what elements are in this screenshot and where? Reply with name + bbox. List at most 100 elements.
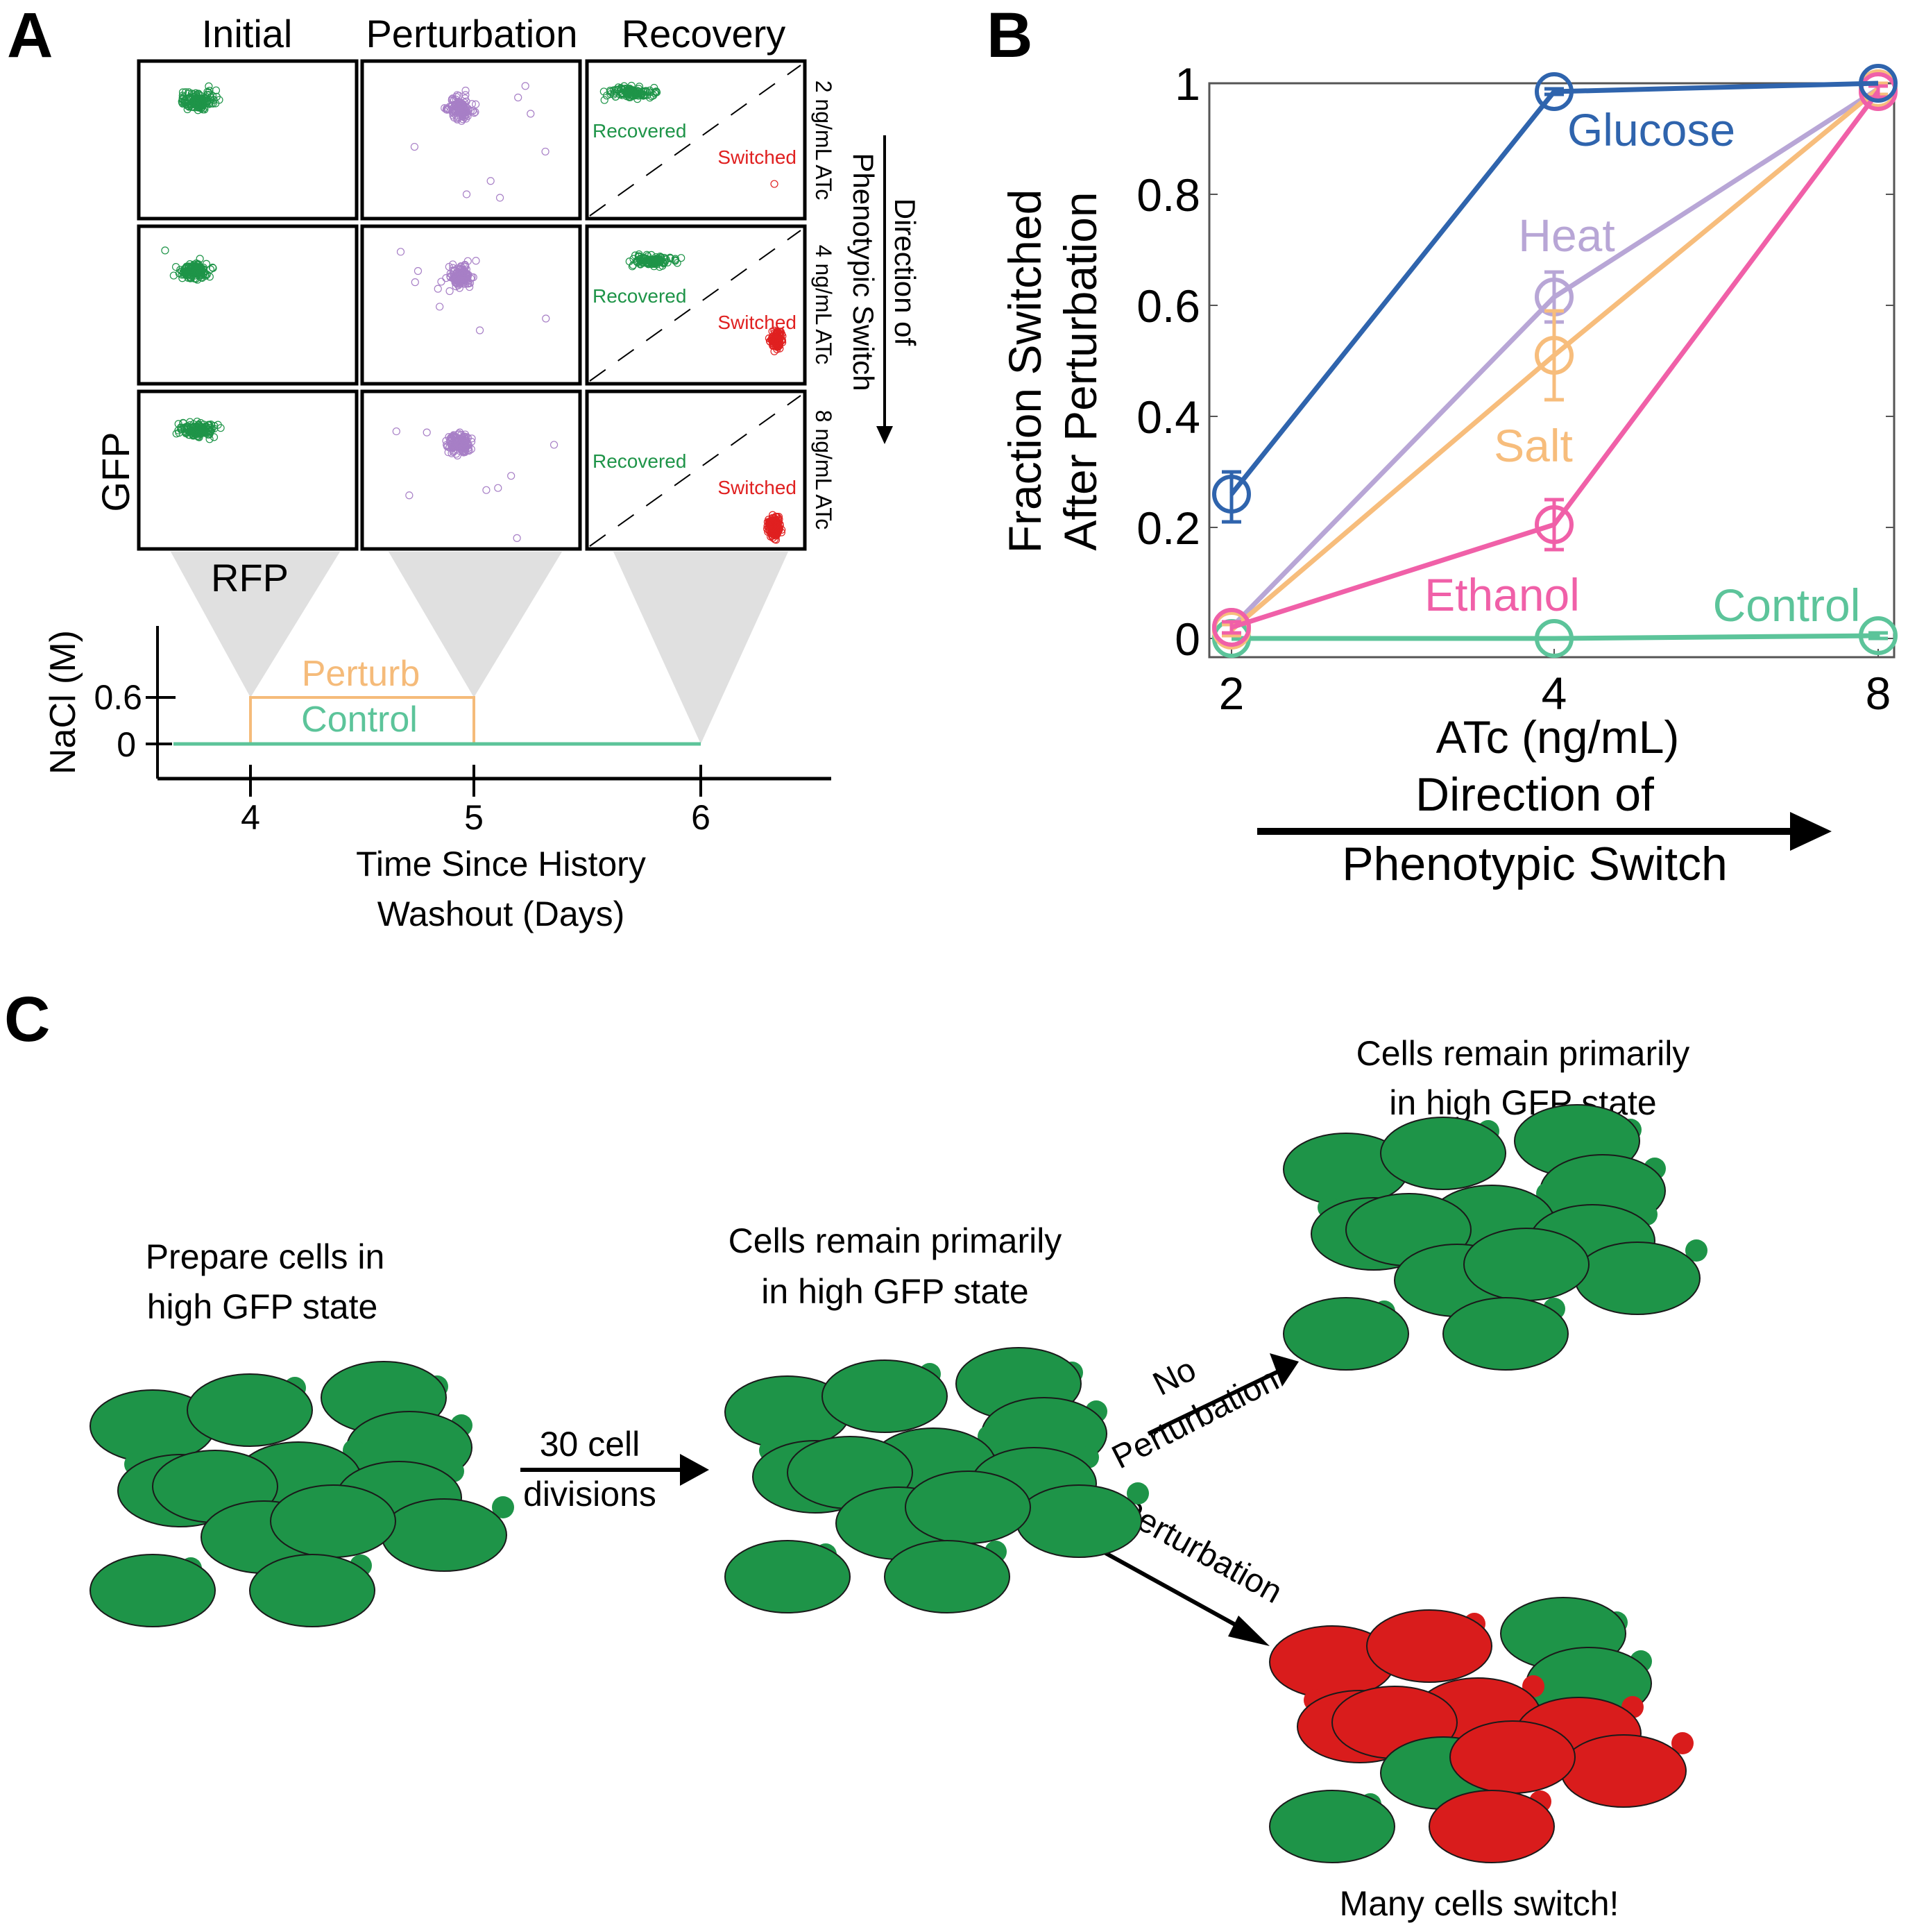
scatter-frame — [137, 389, 359, 551]
scatter-outlier — [486, 177, 495, 185]
scatter-point — [444, 448, 452, 457]
cell-body — [1016, 1484, 1142, 1558]
cell-gfp — [90, 1554, 216, 1627]
cell-cluster-initial — [90, 1361, 514, 1627]
scatter-point — [448, 95, 457, 103]
scatter-frame — [360, 224, 582, 386]
scatter-point — [639, 87, 647, 96]
scatter-outlier — [437, 278, 445, 286]
timeline-x-label-line1: Time Since History — [356, 845, 646, 883]
scatter-point-switched — [770, 328, 779, 337]
cell-body — [905, 1471, 1031, 1544]
cell-clusters — [90, 1104, 1707, 1863]
scatter-point — [644, 255, 652, 264]
x-tick-label: 4 — [1542, 668, 1567, 719]
cell-body — [270, 1484, 396, 1558]
timeline-plot: 0.6 0 4 5 6 NaCl (M) Time Since History … — [43, 626, 831, 933]
cell-gfp — [821, 1359, 948, 1433]
scatter-point — [212, 99, 220, 108]
scatter-point — [185, 102, 193, 110]
cell-cluster-after-divisions — [724, 1347, 1149, 1613]
scatter-point — [169, 271, 178, 280]
row-label-8-atc: 8 ng/mL ATc — [811, 410, 836, 530]
scatter-point — [671, 257, 679, 265]
scatter-point — [472, 100, 480, 108]
scatter-point — [599, 87, 608, 96]
cell-body — [187, 1373, 313, 1447]
y-tick-label: 0.8 — [1136, 169, 1200, 221]
perturb-trace — [249, 696, 475, 744]
series-label-glucose: Glucose — [1567, 104, 1735, 155]
switched-label: Switched — [717, 312, 797, 333]
scatter-point-switched — [772, 512, 781, 521]
data-point-ethanol — [1535, 505, 1574, 544]
cell-body — [381, 1498, 507, 1572]
scatter-point — [450, 103, 459, 111]
branch-top-label-line1: No — [1148, 1351, 1202, 1403]
scatter-point — [452, 440, 460, 449]
scatter-panel-perturbation-row2 — [360, 224, 582, 386]
scatter-outlier — [541, 147, 550, 156]
y-tick-label-0-6: 0.6 — [94, 678, 142, 717]
scatter-point — [443, 441, 452, 450]
cell-gfp — [1574, 1239, 1707, 1315]
scatter-point — [199, 265, 207, 273]
recovered-label: Recovered — [593, 285, 686, 307]
scatter-point — [636, 260, 645, 269]
y-tick-label: 0.4 — [1136, 391, 1200, 443]
y-tick-label: 0.2 — [1136, 502, 1200, 554]
panel-a-letter: A — [7, 0, 53, 71]
panel-c-letter: C — [4, 984, 50, 1055]
gfp-axis-label: GFP — [94, 432, 137, 511]
cell-body — [1463, 1228, 1590, 1301]
scatter-outlier — [495, 194, 504, 202]
scatter-outlier — [550, 441, 559, 449]
cell-cluster-perturbation — [1269, 1597, 1694, 1863]
cell-rfp — [1560, 1732, 1694, 1808]
step2-text-line2: in high GFP state — [761, 1272, 1028, 1311]
scatter-point — [185, 88, 193, 96]
scatter-panel-perturbation-row1 — [360, 59, 582, 221]
scatter-point — [187, 262, 196, 271]
scatter-outlier — [462, 190, 471, 198]
timeline-x-label-line2: Washout (Days) — [377, 895, 625, 933]
cell-body — [1366, 1609, 1492, 1683]
scatter-point — [450, 443, 458, 451]
cell-body — [724, 1540, 851, 1613]
y-tick-label-0: 0 — [117, 725, 136, 764]
series-label-salt: Salt — [1494, 420, 1573, 471]
y-tick-label: 1 — [1175, 58, 1200, 110]
y-tick-label: 0.6 — [1136, 280, 1200, 332]
scatter-outlier — [396, 248, 405, 256]
diagonal-divider — [589, 65, 801, 217]
scatter-frame — [360, 389, 582, 551]
cell-body — [1429, 1790, 1555, 1863]
series-label-ethanol: Ethanol — [1424, 569, 1580, 620]
series-salt — [1212, 69, 1898, 650]
scatter-outlier — [161, 246, 169, 255]
cell-rfp — [1366, 1609, 1492, 1683]
scatter-point — [207, 427, 215, 435]
diagonal-divider — [589, 230, 801, 382]
data-point-control — [1859, 616, 1898, 655]
data-point-glucose — [1212, 475, 1251, 514]
outcome-top-text-line1: Cells remain primarily — [1356, 1034, 1690, 1073]
chart-y-label-line2: After Perturbation — [1055, 192, 1106, 550]
series-label-control: Control — [1713, 579, 1861, 631]
scatter-point — [197, 99, 205, 108]
cell-body — [1269, 1790, 1395, 1863]
chart-direction-arrow-head — [1790, 812, 1832, 851]
scatter-outlier — [461, 86, 470, 95]
scatter-point — [627, 90, 636, 99]
scatter-outlier — [482, 486, 491, 494]
scatter-point — [190, 260, 198, 269]
arrow1-text-line1: 30 cell — [540, 1425, 640, 1464]
scatter-outlier — [507, 472, 516, 480]
rfp-axis-label: RFP — [211, 556, 289, 600]
cell-body — [821, 1359, 948, 1433]
scatter-point — [207, 93, 215, 102]
scatter-point — [454, 98, 463, 106]
cell-bud — [492, 1496, 514, 1518]
